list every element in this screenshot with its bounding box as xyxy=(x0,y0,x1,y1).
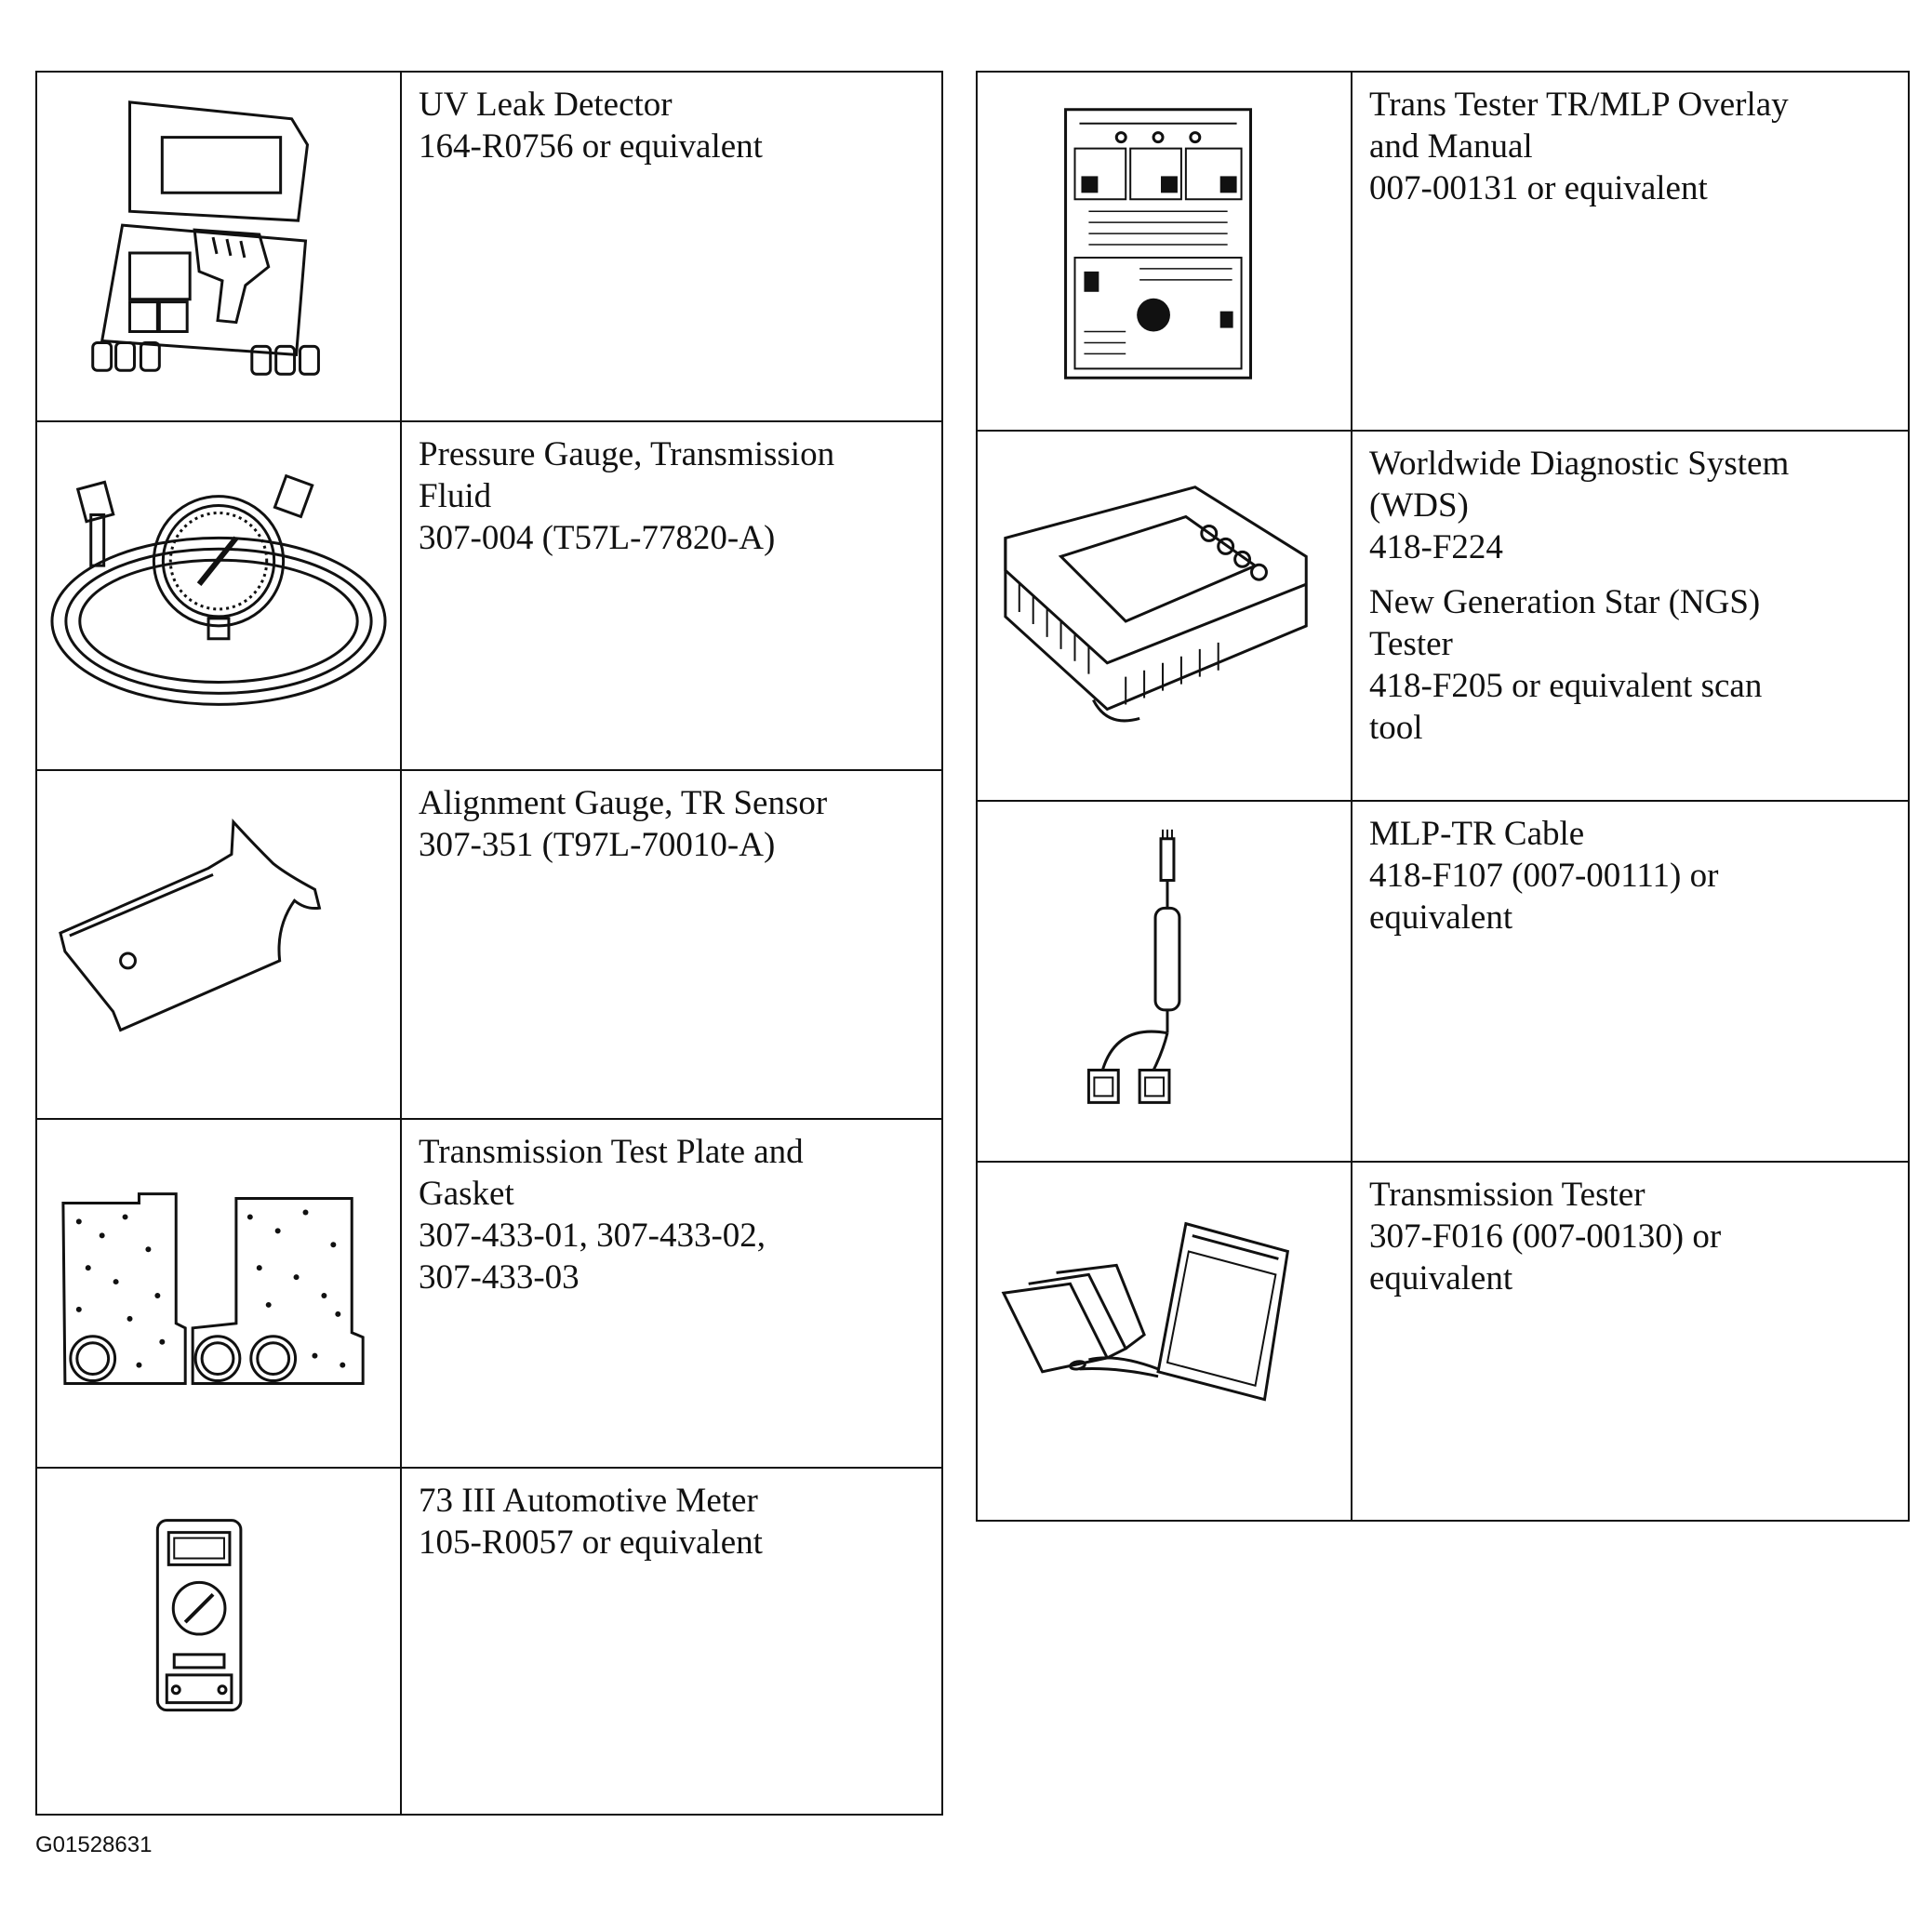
tool-row: UV Leak Detector 164-R0756 or equivalent xyxy=(37,73,941,422)
tool-part-number: 307-004 (T57L-77820-A) xyxy=(419,519,776,557)
tool-name: Transmission Test Plate and xyxy=(419,1133,804,1171)
tool-name: Transmission Tester xyxy=(1369,1176,1646,1214)
multimeter-icon xyxy=(37,1469,400,1814)
pressure-gauge-icon xyxy=(37,422,400,769)
tool-illustration-cell xyxy=(37,422,402,769)
tool-part-number: 307-351 (T97L-70010-A) xyxy=(419,826,776,864)
tool-part-number: 307-F016 (007-00130) or xyxy=(1369,1217,1722,1256)
tool-description: UV Leak Detector 164-R0756 or equivalent xyxy=(402,73,941,420)
tool-part-number-cont: equivalent xyxy=(1369,898,1513,937)
tool-description: MLP-TR Cable 418-F107 (007-00111) or equ… xyxy=(1352,802,1908,1161)
tool-description: Pressure Gauge, Transmission Fluid 307-0… xyxy=(402,422,941,769)
tool-illustration-cell xyxy=(978,1163,1352,1520)
alt-tool-name: New Generation Star (NGS) xyxy=(1369,583,1761,621)
test-plate-icon xyxy=(37,1120,400,1467)
alignment-gauge-icon xyxy=(37,771,400,1118)
tool-row: Transmission Tester 307-F016 (007-00130)… xyxy=(978,1163,1908,1520)
tool-name-cont: (WDS) xyxy=(1369,486,1469,525)
tool-part-number: 418-F107 (007-00111) or xyxy=(1369,857,1719,895)
tool-illustration-cell xyxy=(37,1469,402,1814)
tool-illustration-cell xyxy=(978,73,1352,430)
tool-description: Transmission Tester 307-F016 (007-00130)… xyxy=(1352,1163,1908,1520)
alt-tool-part-number: 418-F205 or equivalent scan xyxy=(1369,667,1763,705)
tool-description: Alignment Gauge, TR Sensor 307-351 (T97L… xyxy=(402,771,941,1118)
tool-row: 73 III Automotive Meter 105-R0057 or equ… xyxy=(37,1469,941,1814)
tool-part-number: 307-433-01, 307-433-02, xyxy=(419,1217,766,1255)
alt-tool-name-cont: Tester xyxy=(1369,625,1453,663)
tool-illustration-cell xyxy=(978,802,1352,1161)
tool-row: Pressure Gauge, Transmission Fluid 307-0… xyxy=(37,422,941,771)
tool-row: Transmission Test Plate and Gasket 307-4… xyxy=(37,1120,941,1469)
tool-row: MLP-TR Cable 418-F107 (007-00111) or equ… xyxy=(978,802,1908,1163)
tool-illustration-cell xyxy=(37,1120,402,1467)
tool-description: 73 III Automotive Meter 105-R0057 or equ… xyxy=(402,1469,941,1814)
tool-part-number: 105-R0057 or equivalent xyxy=(419,1523,763,1562)
tool-name-cont: Gasket xyxy=(419,1175,514,1213)
tool-part-number: 007-00131 or equivalent xyxy=(1369,169,1708,207)
tool-description: Transmission Test Plate and Gasket 307-4… xyxy=(402,1120,941,1467)
left-tools-table: UV Leak Detector 164-R0756 or equivalent… xyxy=(35,71,943,1816)
tool-illustration-cell xyxy=(37,771,402,1118)
tool-name-cont: and Manual xyxy=(1369,127,1533,166)
tool-row: Alignment Gauge, TR Sensor 307-351 (T97L… xyxy=(37,771,941,1120)
tool-name: 73 III Automotive Meter xyxy=(419,1482,758,1520)
tool-name: Worldwide Diagnostic System xyxy=(1369,445,1790,483)
figure-id: G01528631 xyxy=(35,1832,153,1857)
tool-name: UV Leak Detector xyxy=(419,86,673,124)
uv-leak-detector-kit-icon xyxy=(37,73,400,420)
tool-part-number: 418-F224 xyxy=(1369,528,1503,566)
tool-description: Trans Tester TR/MLP Overlay and Manual 0… xyxy=(1352,73,1908,430)
tool-description: Worldwide Diagnostic System (WDS) 418-F2… xyxy=(1352,432,1908,800)
alt-tool-part-number-cont: tool xyxy=(1369,709,1423,747)
tool-name: Pressure Gauge, Transmission xyxy=(419,435,835,473)
tool-name: Alignment Gauge, TR Sensor xyxy=(419,784,828,822)
right-tools-table: Trans Tester TR/MLP Overlay and Manual 0… xyxy=(976,71,1910,1522)
diagnostic-tablet-icon xyxy=(978,432,1351,800)
tool-name: MLP-TR Cable xyxy=(1369,815,1585,853)
tool-illustration-cell xyxy=(37,73,402,420)
tool-row: Worldwide Diagnostic System (WDS) 418-F2… xyxy=(978,432,1908,802)
tester-kit-icon xyxy=(978,1163,1351,1520)
tool-part-number-cont: equivalent xyxy=(1369,1259,1513,1297)
overlay-sheet-icon xyxy=(978,73,1351,430)
tool-name-cont: Fluid xyxy=(419,477,492,515)
tool-illustration-cell xyxy=(978,432,1352,800)
tool-row: Trans Tester TR/MLP Overlay and Manual 0… xyxy=(978,73,1908,432)
cable-icon xyxy=(978,802,1351,1161)
tool-part-number-cont: 307-433-03 xyxy=(419,1258,580,1297)
tool-part-number: 164-R0756 or equivalent xyxy=(419,127,763,166)
tool-name: Trans Tester TR/MLP Overlay xyxy=(1369,86,1789,124)
